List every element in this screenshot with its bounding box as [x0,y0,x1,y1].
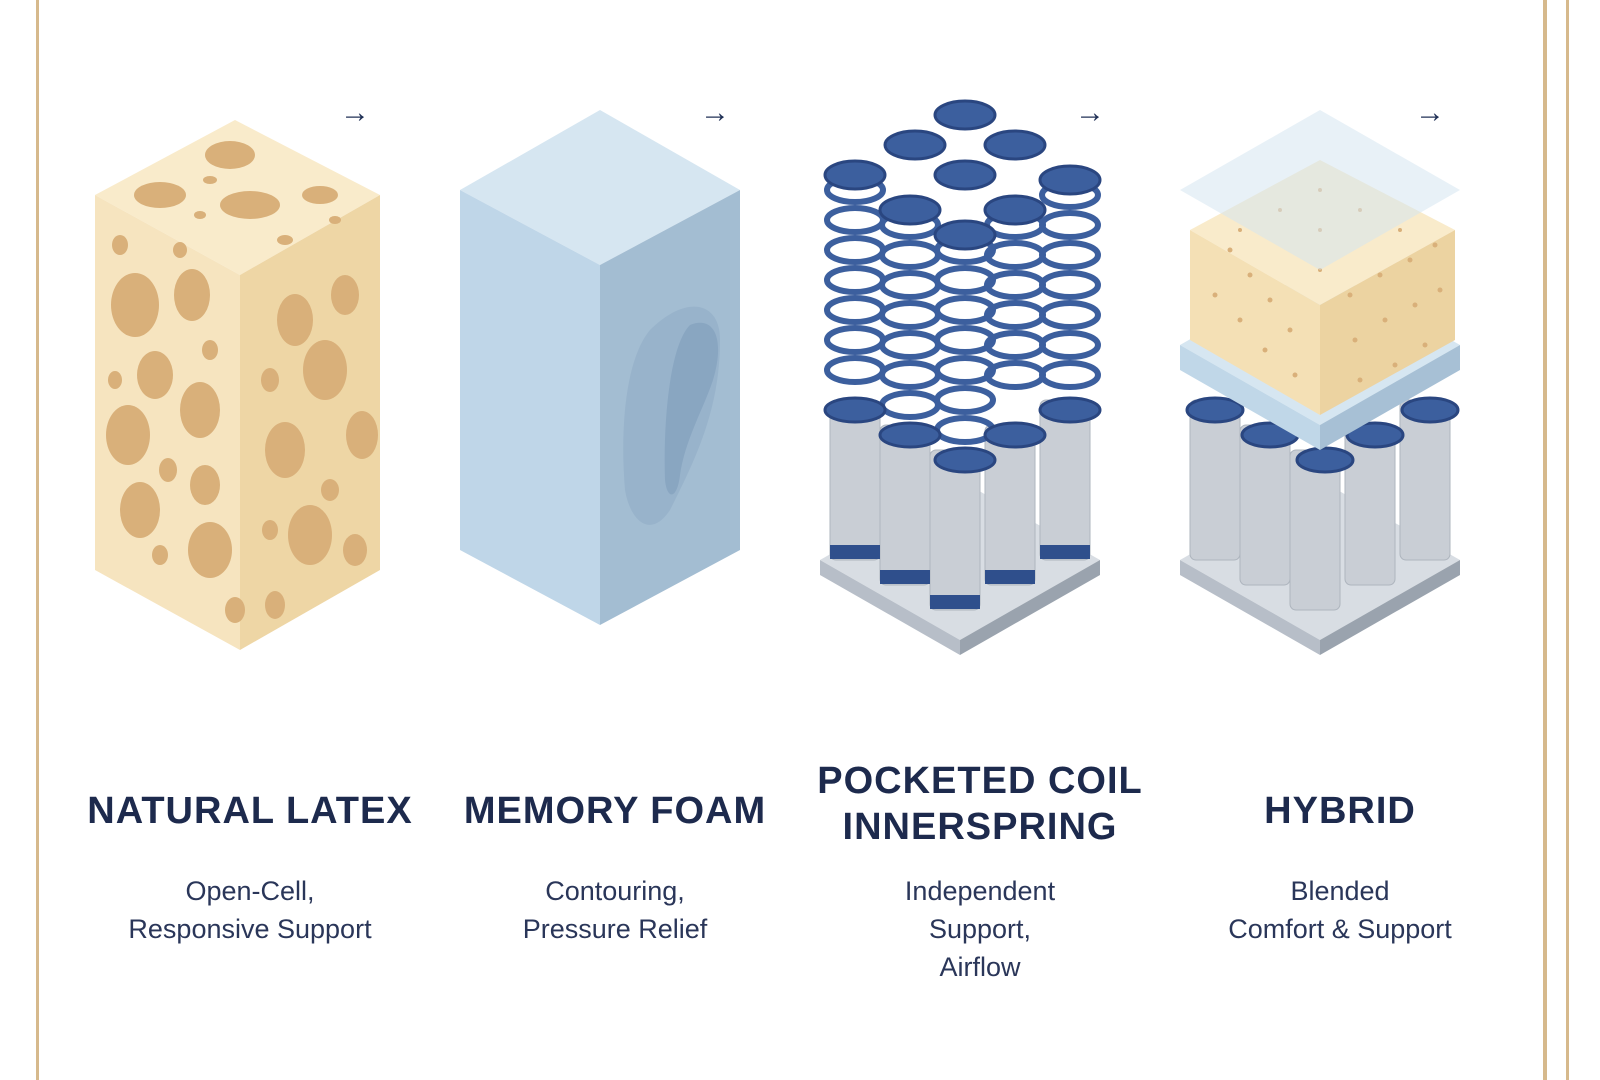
frame-left-border [36,0,39,1080]
hybrid-layers-illustration [1180,110,1460,655]
latex-block-illustration [95,120,380,650]
panel-desc-pocketed-coil: Independent Support, Airflow [904,876,1056,982]
arrow-right-icon: → [1415,96,1445,129]
memory-foam-block-illustration [460,110,740,625]
panel-title-hybrid: HYBRID [1264,790,1416,832]
arrow-right-icon: → [700,96,730,129]
arrow-right-icon: → [340,96,370,129]
panel-desc-natural-latex: Open-Cell, Responsive Support [128,876,372,944]
frame-right-border [1543,0,1547,1080]
frame-right-border-outer [1566,0,1569,1080]
pocketed-coil-illustration [820,99,1102,655]
panel-title-natural-latex: NATURAL LATEX [87,790,413,832]
panel-desc-hybrid: Blended Comfort & Support [1228,876,1452,944]
panel-title-memory-foam: MEMORY FOAM [463,790,767,832]
panel-desc-memory-foam: Contouring, Pressure Relief [522,876,708,944]
panel-title-pocketed-coil: POCKETED COIL INNERSPRING [817,760,1143,848]
arrow-right-icon: → [1075,96,1105,129]
diagram-stage: → → → → [40,0,1540,1080]
